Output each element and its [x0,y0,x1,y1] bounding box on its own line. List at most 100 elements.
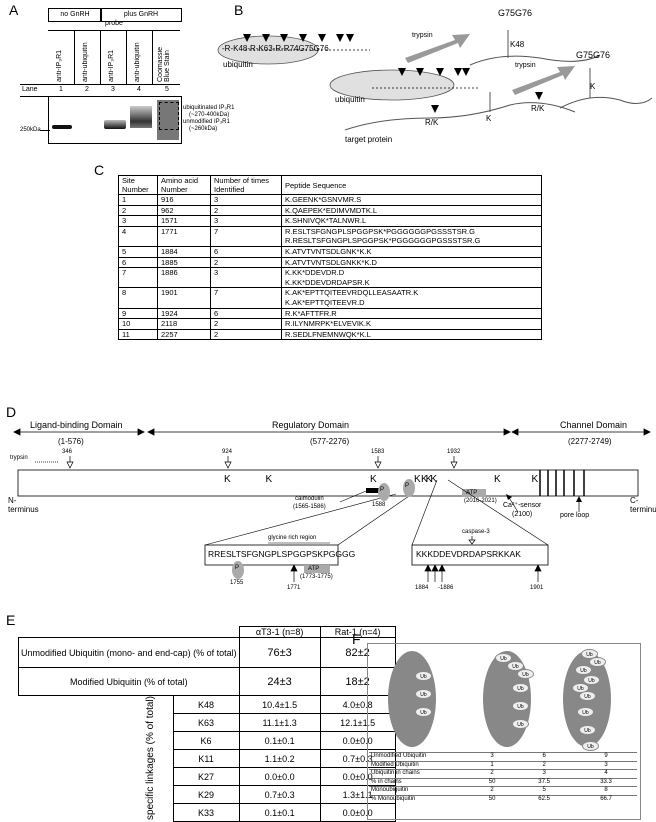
glycine-sequence: RRESLTSFGNGPLSPGGPSKPGGGG [208,549,356,559]
peptide-sequence: R.RESLTSFGNGPLSPGGPSK*PGGGGGGPGSSSTSR.G [285,236,481,246]
target-protein-label: target protein [345,135,393,144]
panel-c-letter: C [94,162,105,178]
count-value: 5 [513,786,576,796]
linkage-at3-value: 0.0±0.0 [238,767,321,787]
atp2-range: (1773-1775) [300,574,333,580]
ubiquitin-bubble: Ub [589,657,606,667]
peptide-sequence: R.SEDLFNEMNWQK*K.L [285,329,371,339]
target-protein-shape [388,651,436,747]
mod-v1: 24±3 [238,667,321,696]
linkage-at3-value: 0.7±0.3 [238,785,321,805]
p-badge-1: P [380,487,385,493]
p-site-1755: 1755 [230,580,244,586]
amino-acid-cell: 1901 [157,287,211,309]
linkage-name: K48 [172,694,240,715]
linkage-at3-value: 1.1±0.2 [238,749,321,769]
lane-5-num: 5 [165,86,169,93]
regulatory-range: (577-2276) [310,437,350,446]
col-at3-1: αT3-1 (n=8) [238,626,321,638]
site-346: 346 [62,449,73,455]
count-label: % Monoubiquitin [369,794,471,804]
ubiquitin-bubble: Ub [583,675,600,685]
k48-label: K48 [510,40,525,49]
peptide-sequence: K.KK*DDEVDRDAPSR.K [285,277,370,287]
site-1886-label: -1886 [438,585,454,591]
ubiquitin-bubble: Ub [517,669,534,679]
unmod-ubiquitin-label: Unmodified Ubiquitin (mono- and end-cap)… [18,637,240,668]
count-value: 37.5 [513,777,576,787]
count-label: Modified Ubiquitin [369,760,471,770]
blot-lane-1 [52,125,72,129]
atp1-range: (2016-2021) [464,498,497,504]
site-1583: 1583 [371,449,385,455]
peptide-sequence: K.ATVTVNTSDLGNK*K.K [285,246,372,256]
ubiquitin-bubble: Ub [507,661,524,671]
amino-acid-cell: 1771 [157,225,211,247]
lane-3-num: 3 [111,86,115,93]
count-value: 2 [513,760,576,770]
linkage-at3-value: 0.1±0.1 [238,731,321,751]
peptide-cell: K.ATVTVNTSDLGNK*K.K [281,245,542,258]
lane-header: Lane [22,86,38,93]
ubiquitin-linkage-table: αT3-1 (n=8) Rat-1 (n=4) Unmodified Ubiqu… [18,626,396,822]
panel-a-figure: no GnRH plus GnRH probe anti-IP₃R1 anti-… [0,0,234,170]
linkage-at3-value: 11.1±1.3 [238,713,321,733]
panel-b-letter: B [234,2,244,18]
p-badge-3: P [235,565,240,571]
peptide-sequence: R.K*AFTTFR.R [285,308,337,318]
ubiquitin-seq-top: -R-K48-R-K63-R-R74G75G76 [222,44,329,53]
peptide-cell: R.SEDLFNEMNWQK*K.L [281,328,542,341]
ubiquitin-bubble: Ub [577,707,594,717]
atp1-label: ATP [466,490,478,496]
site-1901-label: 1901 [530,585,544,591]
count-value: 6 [513,752,576,762]
calmodulin-range: (1565-1586) [293,504,326,510]
mw-marker: 250kDa [20,127,41,133]
channel-range: (2277-2749) [568,437,612,446]
peptide-cell: R.K*AFTTFR.R [281,307,542,320]
caspase-label: caspase-3 [462,529,490,535]
plus-gnrh-label: plus GnRH [100,8,182,22]
ubiquitin-label-2: ubiquitin [335,95,365,104]
panel-d-letter: D [6,404,17,420]
k-right-label: K [590,82,596,91]
peptide-sequence: R.ESLTSFGNGPLSPGGPSK*PGGGGGGPGSSSTSR.G [285,226,475,236]
unmod-v1: 76±3 [238,637,321,668]
peptide-sequence: K.AK*EPTTQITEEVR.D [285,297,365,307]
g75g76-right: G75G76 [576,50,611,60]
ubiquitin-bubble: Ub [495,653,512,663]
count-label: % in chains [369,777,471,787]
count-value: 3 [513,769,576,779]
count-value: 9 [575,752,637,762]
channel-domain-label: Channel Domain [560,420,628,430]
linkage-at3-value: 10.4±1.5 [238,694,321,715]
ubiquitin-bubble: Ub [415,671,432,681]
lane-4-num: 4 [137,86,141,93]
count-value: 33.3 [575,777,637,787]
k-mid-label: K [486,114,492,123]
blot-lane-5 [157,100,179,140]
count-label: Ubiquitin in chains [369,769,471,779]
peptide-sequence: K.SHNIVQK*TALNWR.L [285,216,367,226]
ubiq-ip3r1-label: ubiquitinated IP₃R1 (~270-400kDa) unmodi… [183,105,235,132]
linkage-name: K33 [172,803,240,822]
linkage-name: K27 [172,767,240,787]
panel-e-letter: E [6,612,16,628]
count-value: 3 [575,760,637,770]
ubiquitin-bubble: Ub [415,707,432,717]
rk-label-2: R/K [531,104,545,113]
peptide-sequence: K.ATVTVNTSDLGNKK*K.D [285,257,377,267]
trypsin-label-2: trypsin [515,62,536,69]
lysine-marks-4: K K [494,474,553,485]
